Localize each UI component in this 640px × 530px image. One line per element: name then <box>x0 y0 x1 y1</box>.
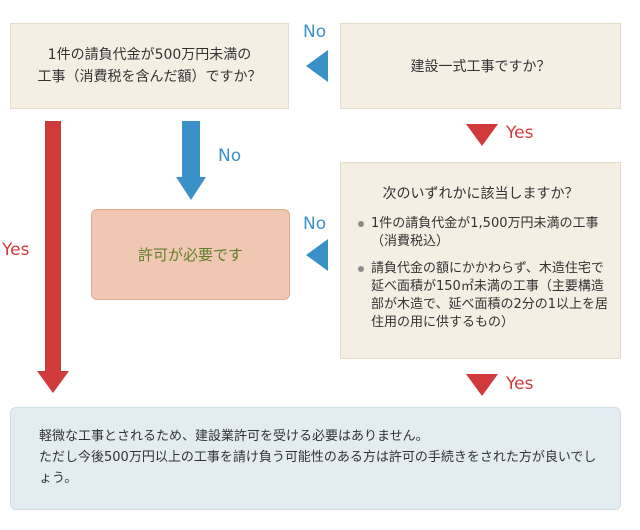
question-box-500man: 1件の請負代金が500万円未満の 工事（消費税を含んだ額）ですか？ <box>10 23 289 109</box>
conclusion-note-box: 軽微な工事とされるため、建設業許可を受ける必要はありません。 ただし今後500万… <box>10 407 621 510</box>
condition-item: 1件の請負代金が1,500万円未満の工事（消費税込） <box>357 215 610 251</box>
yes-arrow-down-icon <box>466 374 498 396</box>
no-label: No <box>303 214 327 234</box>
yes-arrow-down-icon <box>37 121 69 393</box>
question-line: 1件の請負代金が500万円未満の <box>47 47 252 63</box>
question-title: 次のいずれかに該当しますか？ <box>382 186 579 202</box>
condition-list: 1件の請負代金が1,500万円未満の工事（消費税込） 請負代金の額にかかわらず、… <box>357 215 610 341</box>
note-line: 軽微な工事とされるため、建設業許可を受ける必要はありません。 <box>39 429 429 444</box>
no-arrow-left-icon <box>306 50 328 82</box>
result-text: 許可が必要です <box>137 246 243 264</box>
no-arrow-down-icon <box>176 121 206 200</box>
no-label: No <box>303 22 327 42</box>
question-box-ippan-kouji: 建設一式工事ですか？ <box>340 23 621 109</box>
yes-label: Yes <box>506 374 534 394</box>
note-line: ただし今後500万円以上の工事を請け負う可能性のある方は許可の手続きをされた方が… <box>39 450 597 486</box>
question-line: 工事（消費税を含んだ額）ですか？ <box>37 69 262 85</box>
no-arrow-left-icon <box>306 239 328 271</box>
yes-label: Yes <box>506 123 534 143</box>
condition-item: 請負代金の額にかかわらず、木造住宅で延べ面積が150㎡未満の工事（主要構造部が木… <box>357 260 610 332</box>
yes-label: Yes <box>2 240 30 260</box>
question-box-conditions: 次のいずれかに該当しますか？ 1件の請負代金が1,500万円未満の工事（消費税込… <box>340 162 621 359</box>
yes-arrow-down-icon <box>466 124 498 146</box>
result-box-permit-required: 許可が必要です <box>91 209 290 300</box>
no-label: No <box>218 146 242 166</box>
question-text: 建設一式工事ですか？ <box>410 59 551 75</box>
